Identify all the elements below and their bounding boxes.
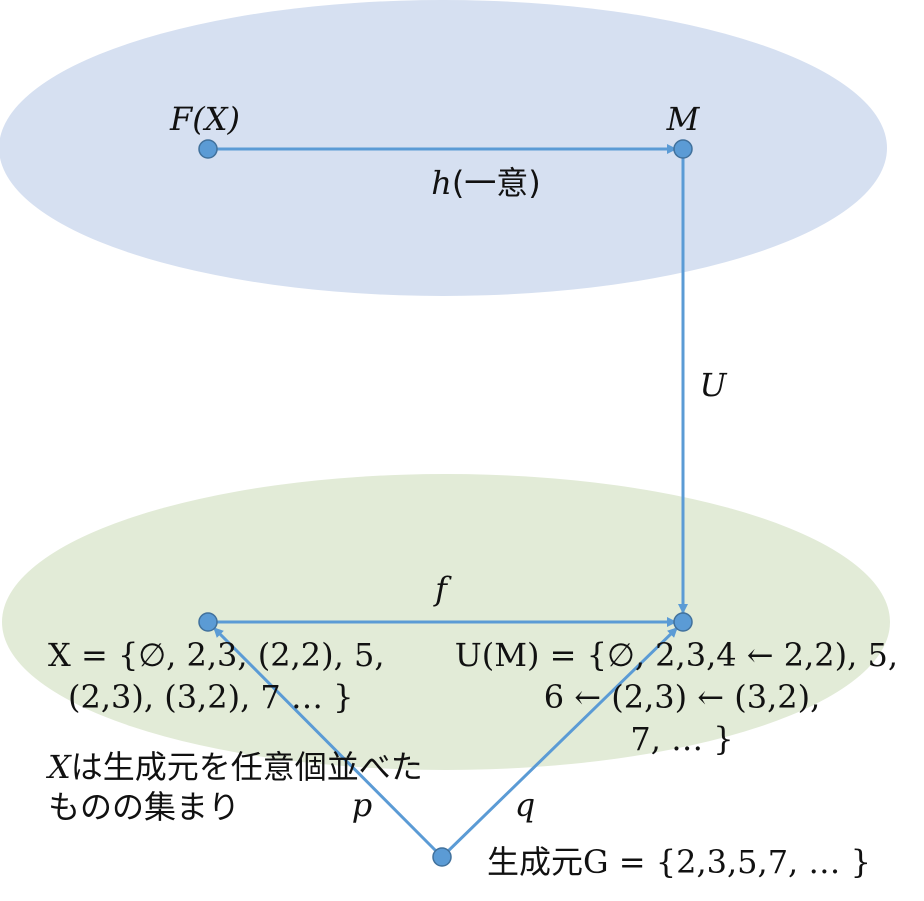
arrow-q — [440, 626, 679, 859]
note-line1: Xは生成元を任意個並べた — [45, 748, 423, 786]
label-u: U — [700, 366, 728, 404]
note-symbol: X — [45, 748, 72, 786]
x-set-line1: X = {∅, 2,3, (2,2), 5, — [48, 636, 384, 674]
label-fx: F(X) — [169, 100, 240, 138]
um-set-line3: 7, … } — [630, 720, 733, 758]
node-x — [198, 612, 218, 632]
node-generator — [432, 847, 452, 867]
um-set-line1: U(M) = {∅, 2,3,4 ← 2,2), 5, — [455, 636, 898, 674]
label-p: p — [352, 786, 372, 824]
label-q: q — [515, 786, 535, 824]
label-h-note: (一意) — [452, 164, 541, 202]
label-h: h(一意) — [431, 164, 541, 202]
arrow-p — [212, 626, 444, 859]
node-m — [673, 139, 693, 159]
label-m: M — [666, 100, 701, 138]
generator-prefix: 生成元 — [487, 843, 583, 881]
node-fx — [198, 139, 218, 159]
x-set-line2: (2,3), (3,2), 7 … } — [68, 678, 353, 716]
note-text-1: は生成元を任意個並べた — [71, 748, 423, 786]
node-um — [673, 612, 693, 632]
label-h-symbol: h — [431, 164, 452, 202]
generator-formula: G = {2,3,5,7, … } — [583, 843, 871, 881]
note-line2: ものの集まり — [48, 788, 240, 826]
generator-label: 生成元G = {2,3,5,7, … } — [487, 843, 871, 881]
um-set-line2: 6 ← (2,3) ← (3,2), — [544, 678, 821, 716]
